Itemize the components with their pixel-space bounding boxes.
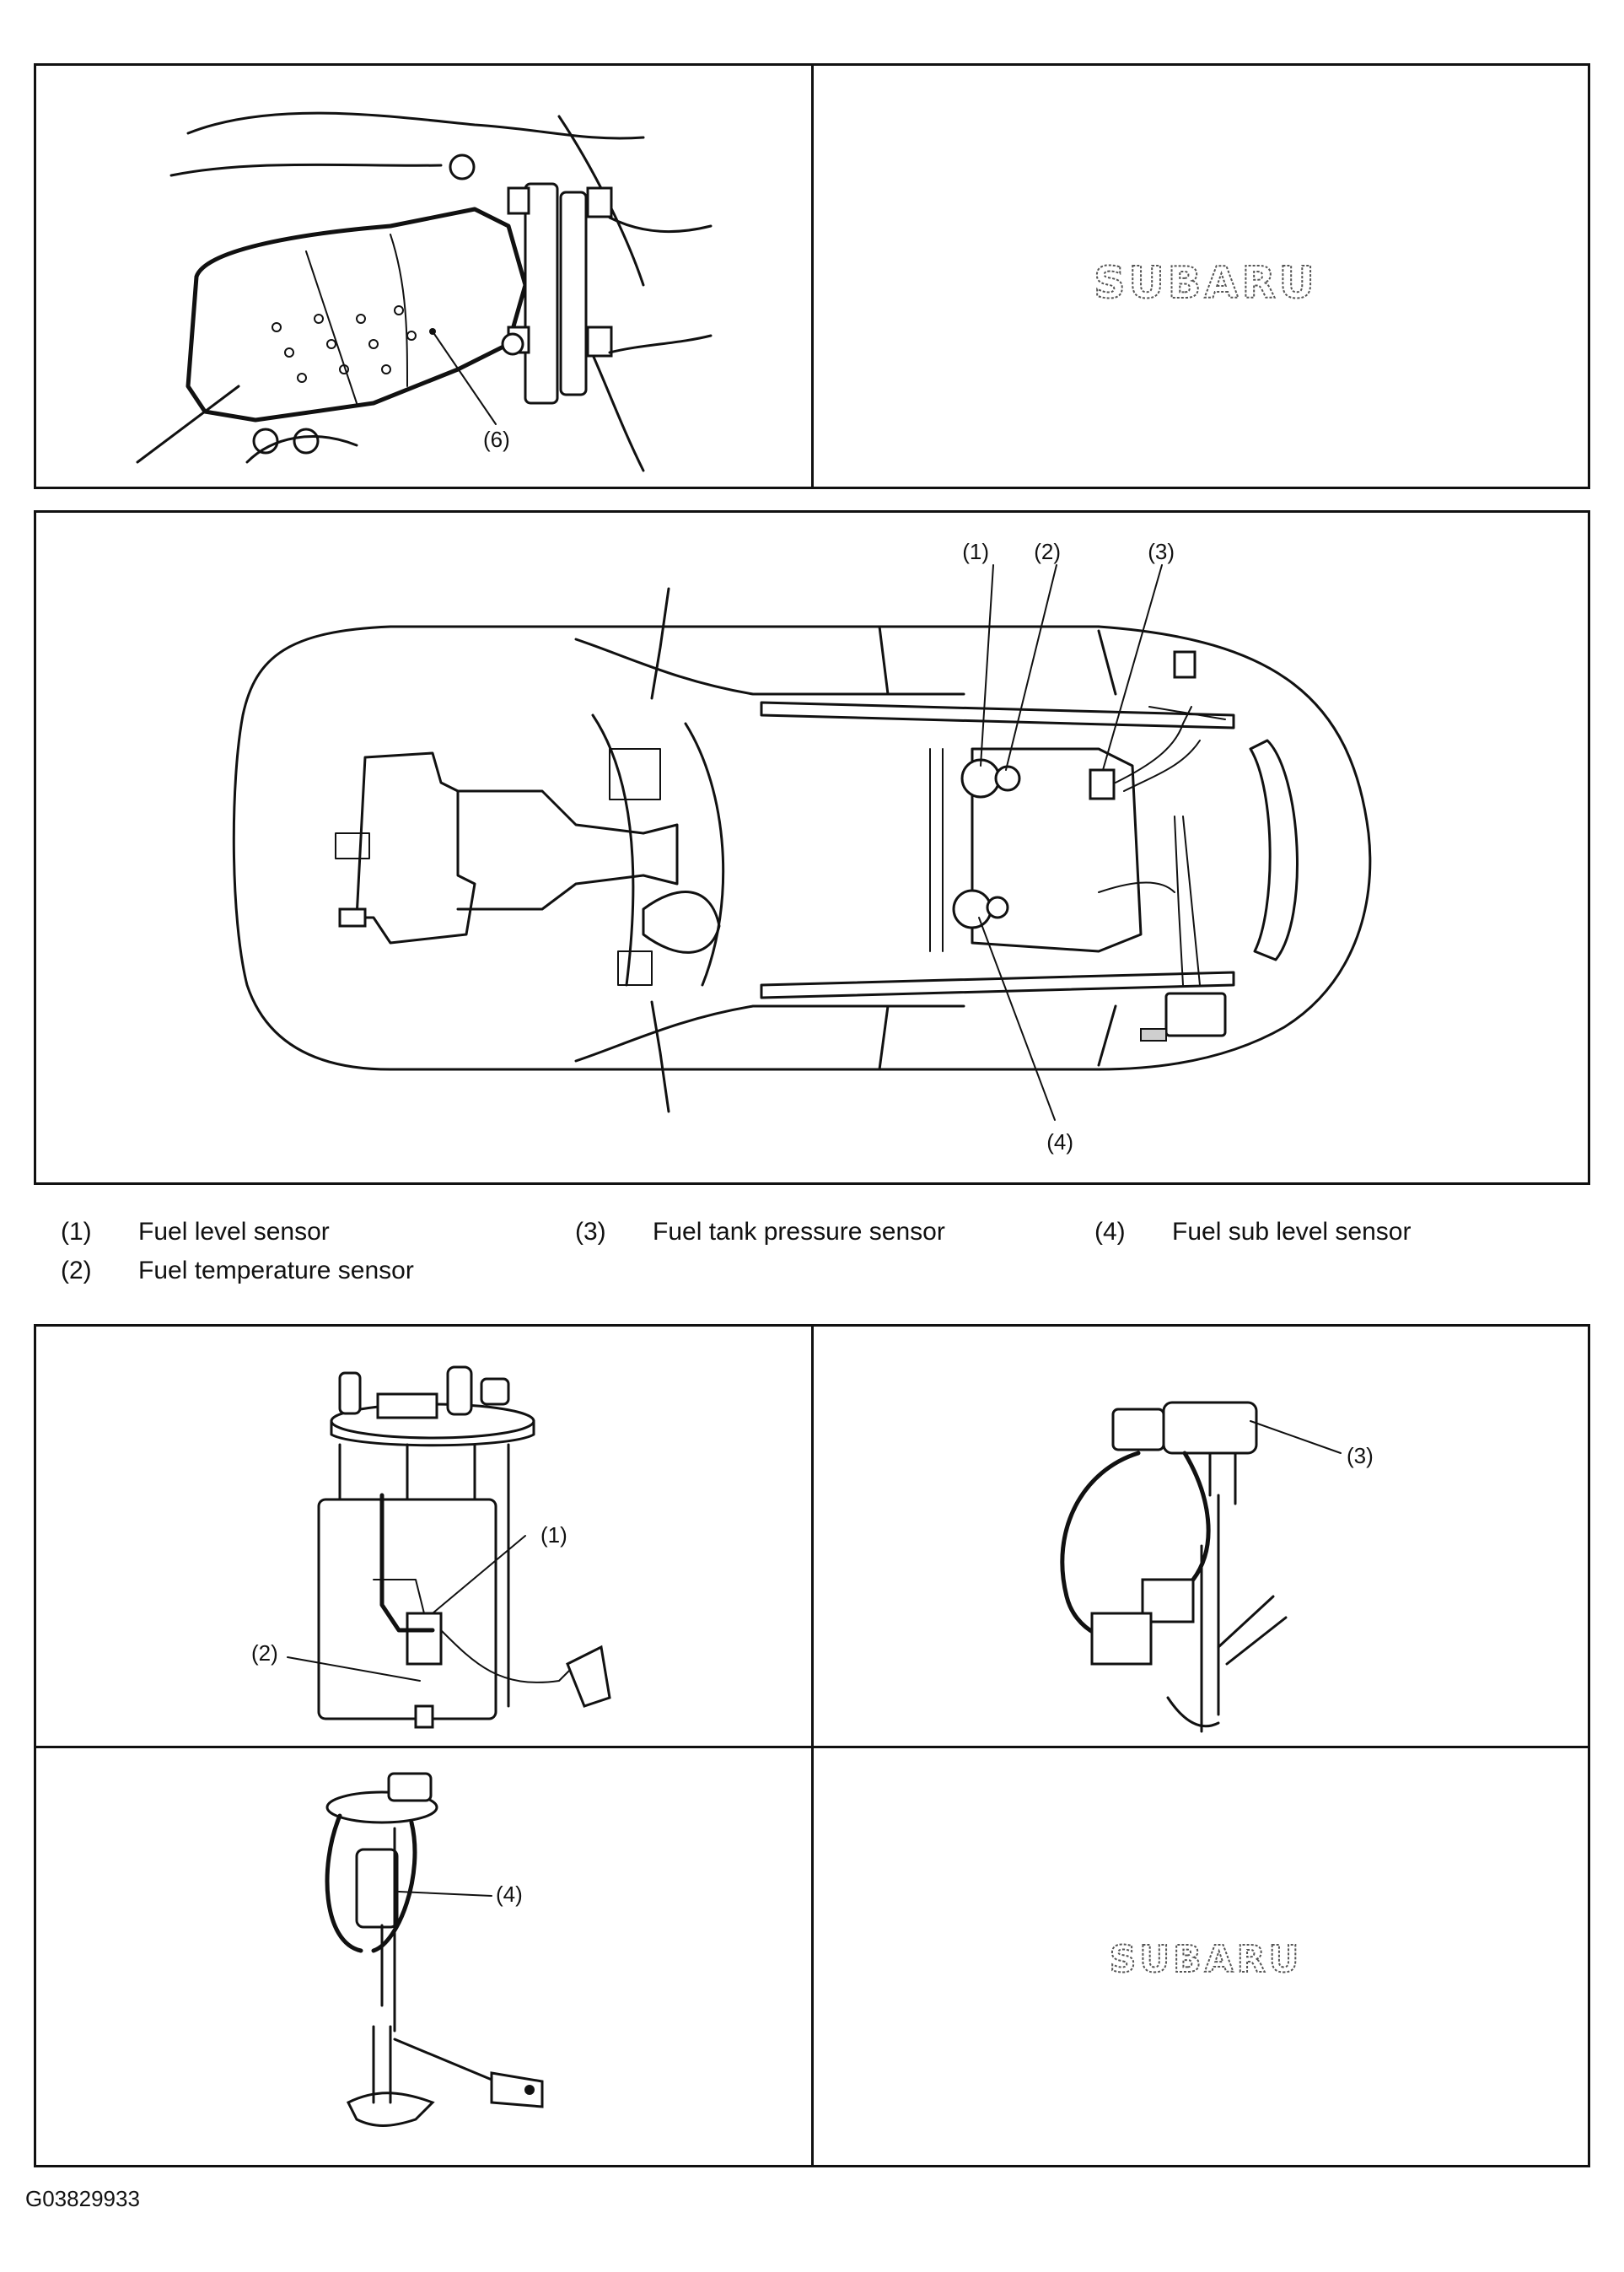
logo-text-top: SUBARU <box>1094 258 1318 309</box>
exhaust-detail-cell: (6) <box>36 66 812 487</box>
fuel-pump-module-illustration: (1) (2) <box>251 1365 611 1729</box>
pressure-sensor-cell: (3) <box>814 1327 1588 1746</box>
callout-6: (6) <box>483 427 510 452</box>
subaru-logo-bottom: SUBARU <box>1109 1937 1303 1982</box>
pressure-sensor-illustration: (3) <box>1060 1401 1374 1733</box>
logo-cell-top: SUBARU <box>814 66 1588 487</box>
subaru-logo-top: SUBARU <box>1093 257 1318 310</box>
sensor-detail-panel: (1) (2) (3) <box>34 1324 1590 2167</box>
legend-label-2: Fuel temperature sensor <box>138 1257 414 1284</box>
legend-num-1: (1) <box>61 1218 92 1246</box>
legend-item-4: (4) Fuel sub level sensor <box>1094 1213 1411 1252</box>
callout-overview-2: (2) <box>1034 539 1061 564</box>
callout-overview-4: (4) <box>1046 1129 1073 1155</box>
callout-pressure-3: (3) <box>1347 1443 1374 1468</box>
callout-module-2: (2) <box>251 1640 278 1666</box>
legend-num-3: (3) <box>575 1218 606 1246</box>
sub-level-sensor-cell: (4) <box>36 1748 811 2165</box>
figure-id: G03829933 <box>25 2186 140 2211</box>
legend-label-3: Fuel tank pressure sensor <box>653 1218 945 1246</box>
bottom-hdivider <box>36 1746 1588 1748</box>
vehicle-overview-panel: (1) (2) (3) (4) <box>34 510 1590 1185</box>
legend-item-2: (2) Fuel temperature sensor <box>61 1252 414 1290</box>
fuel-pump-module-cell: (1) (2) <box>36 1327 811 1746</box>
top-divider <box>811 66 814 487</box>
legend-label-4: Fuel sub level sensor <box>1172 1218 1412 1246</box>
top-panel: (6) SUBARU <box>34 63 1590 489</box>
logo-text-bottom: SUBARU <box>1110 1938 1303 1981</box>
exhaust-detail-illustration: (6) <box>136 111 713 472</box>
legend-num-2: (2) <box>61 1257 92 1284</box>
legend-item-3: (3) Fuel tank pressure sensor <box>575 1213 945 1252</box>
logo-cell-bottom: SUBARU <box>814 1748 1588 2165</box>
legend-label-1: Fuel level sensor <box>138 1218 330 1246</box>
legend-num-4: (4) <box>1094 1218 1126 1246</box>
sub-level-sensor-illustration: (4) <box>325 1772 544 2127</box>
vehicle-underbody-illustration: (1) (2) (3) (4) <box>232 539 1372 1155</box>
legend-item-1: (1) Fuel level sensor <box>61 1213 330 1252</box>
callout-sublevel-4: (4) <box>496 1882 523 1907</box>
callout-overview-1: (1) <box>962 539 989 564</box>
callout-module-1: (1) <box>540 1522 567 1548</box>
callout-overview-3: (3) <box>1148 539 1175 564</box>
